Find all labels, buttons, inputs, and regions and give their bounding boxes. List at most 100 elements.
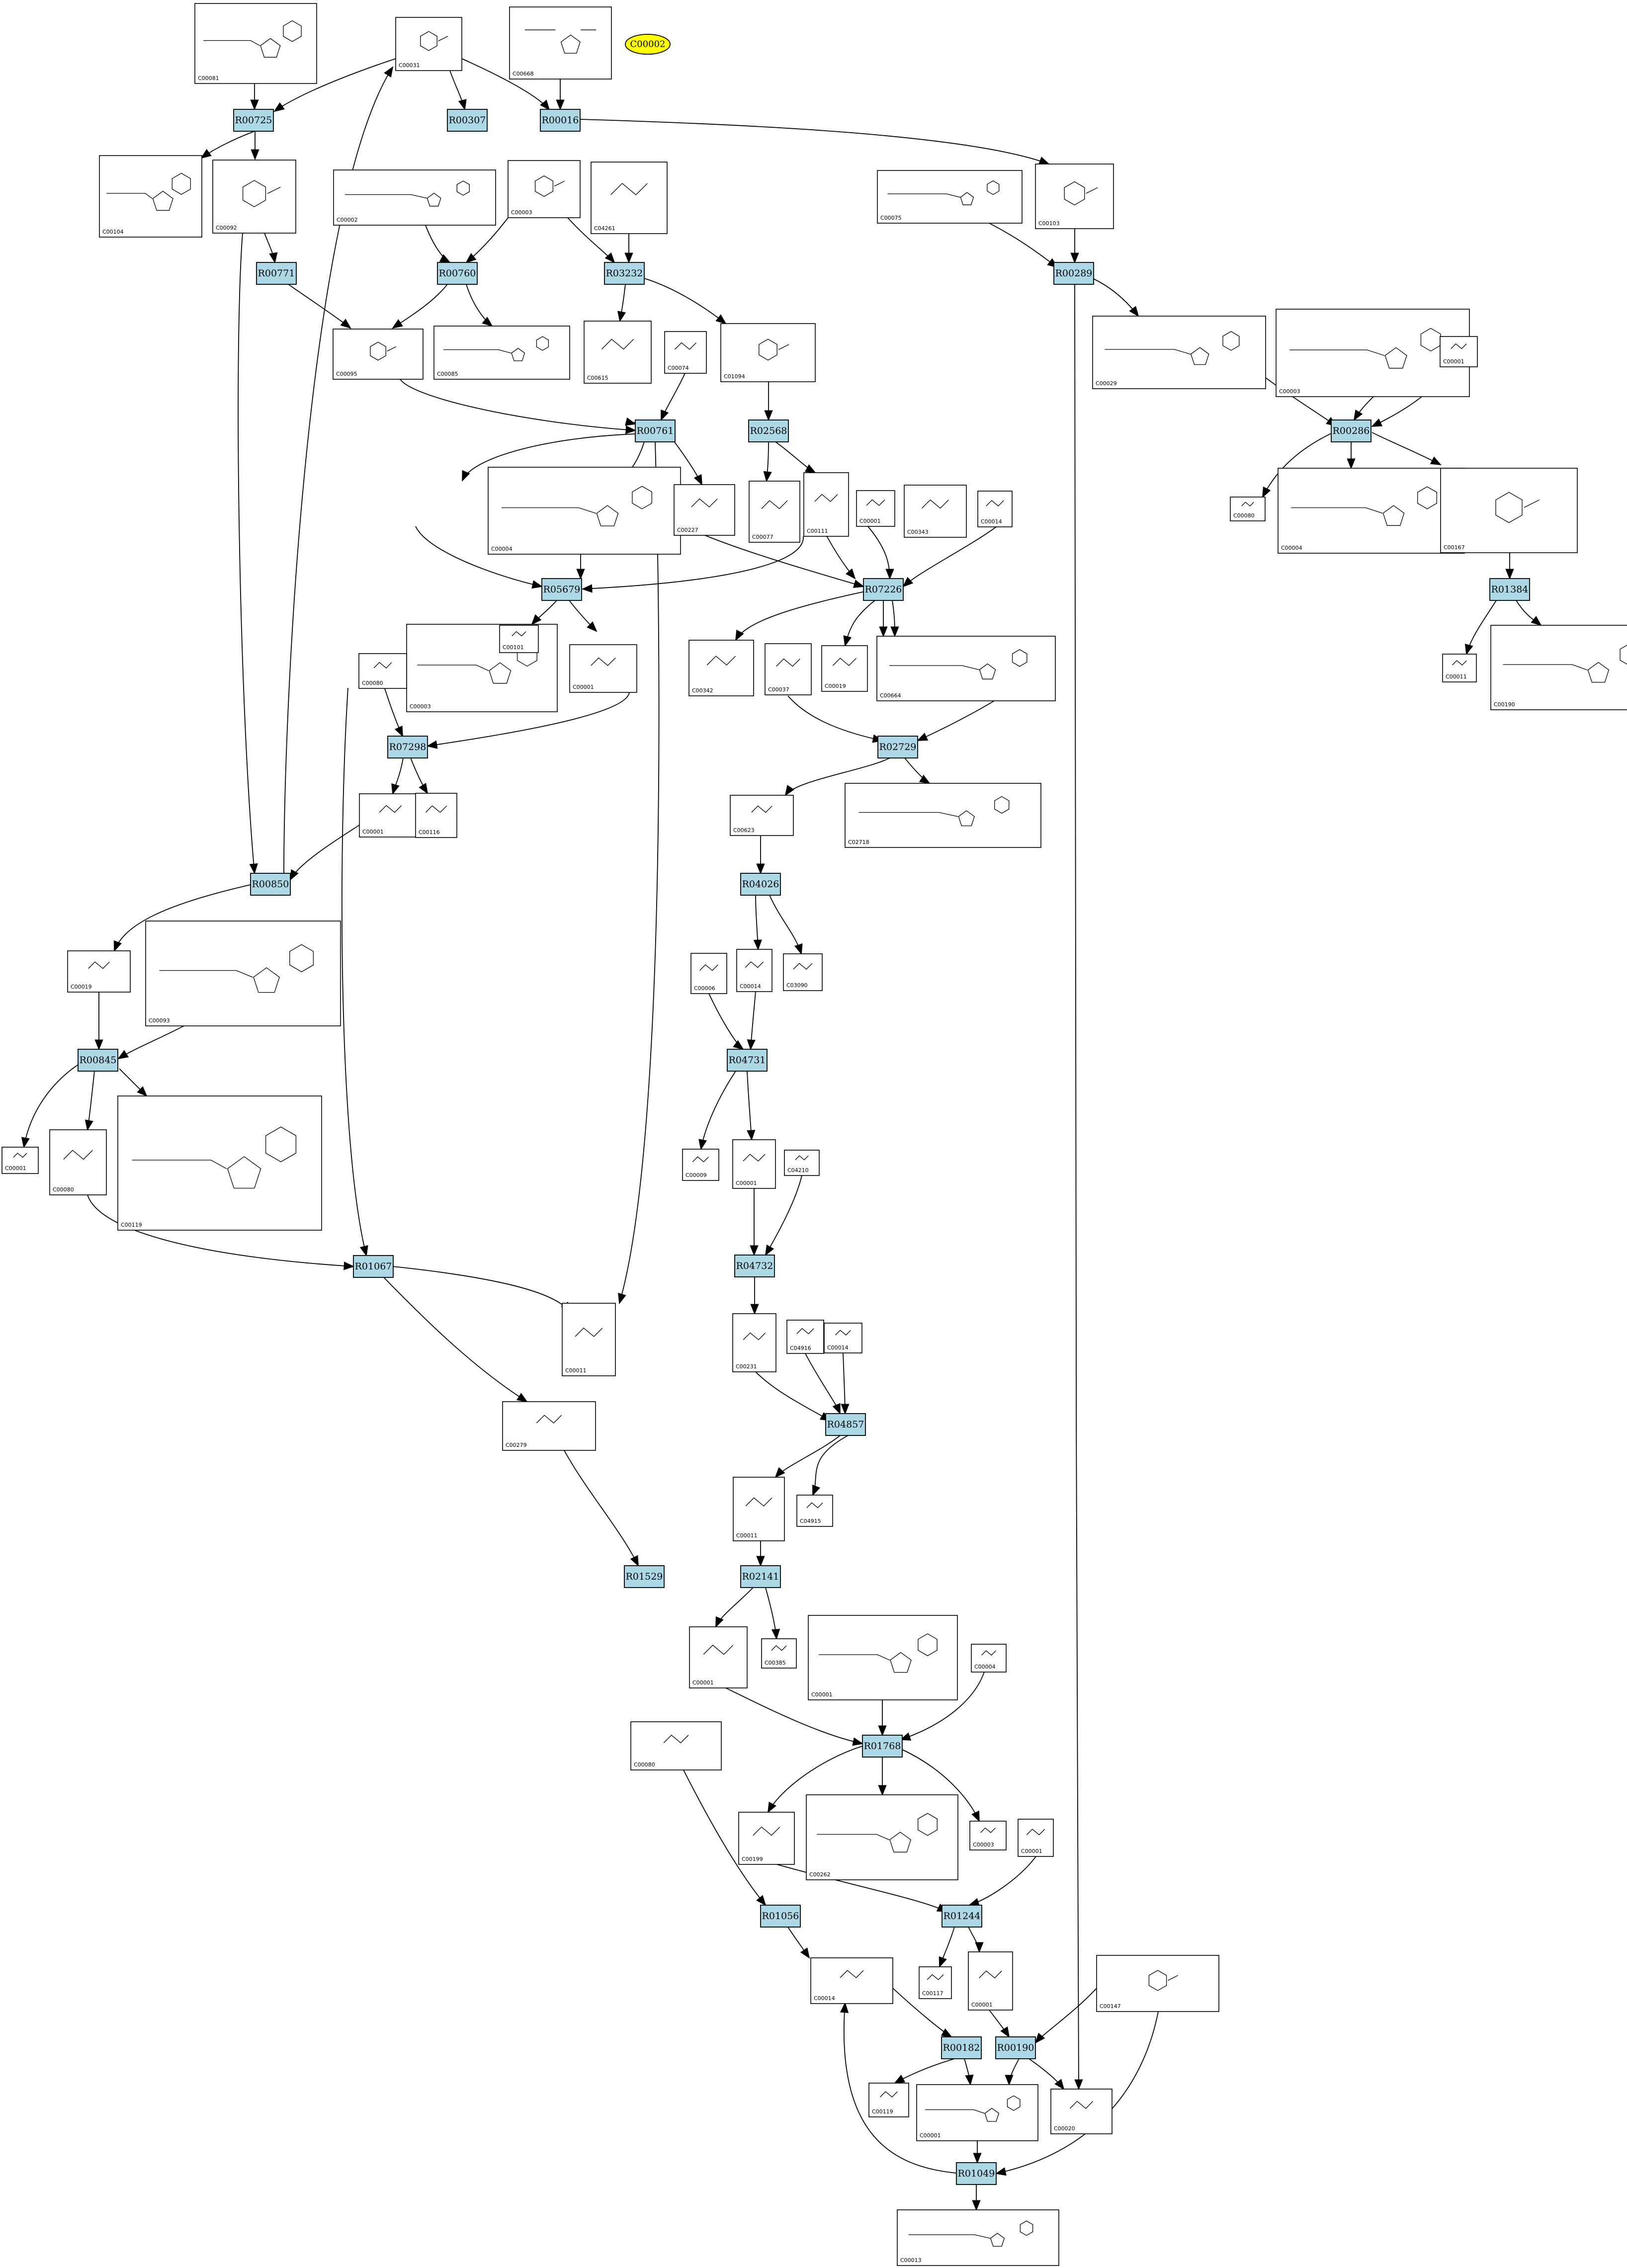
compound-node[interactable]: C00009 — [682, 1149, 719, 1181]
compound-node[interactable]: C00019 — [821, 645, 868, 692]
highlighted-compound-node[interactable]: C00002 — [625, 34, 671, 55]
compound-node[interactable]: C00037 — [765, 643, 812, 695]
reaction-node[interactable]: R01768 — [862, 1735, 903, 1758]
compound-node[interactable]: C00167 — [1440, 468, 1578, 553]
compound-node[interactable]: C04210 — [784, 1150, 820, 1176]
compound-node[interactable]: C00014 — [977, 491, 1013, 527]
compound-node[interactable]: C00147 — [1096, 1955, 1219, 2012]
reaction-node[interactable]: R01067 — [353, 1255, 394, 1278]
compound-node[interactable]: C04261 — [591, 162, 668, 234]
reaction-node[interactable]: R00307 — [447, 109, 488, 132]
compound-node[interactable]: C02718 — [845, 783, 1041, 848]
compound-node[interactable]: C00020 — [1050, 2089, 1113, 2134]
compound-node[interactable]: C00001 — [856, 490, 895, 527]
compound-node[interactable]: C00080 — [1230, 497, 1266, 521]
compound-node[interactable]: C00080 — [49, 1129, 107, 1195]
compound-node[interactable]: C00279 — [502, 1401, 596, 1451]
compound-node[interactable]: C00103 — [1035, 164, 1114, 229]
compound-node[interactable]: C00092 — [212, 160, 296, 234]
reaction-node[interactable]: R00771 — [256, 262, 297, 285]
compound-node[interactable]: C00668 — [509, 6, 612, 80]
reaction-node[interactable]: R00845 — [78, 1049, 118, 1072]
compound-node[interactable]: C00002 — [333, 169, 496, 226]
compound-node[interactable]: C00080 — [358, 653, 407, 689]
reaction-node[interactable]: R00725 — [233, 109, 274, 132]
compound-node[interactable]: C00227 — [674, 484, 735, 536]
compound-node[interactable]: C00342 — [688, 640, 754, 696]
compound-node[interactable]: C00003 — [969, 1821, 1007, 1850]
compound-node[interactable]: C00001 — [359, 793, 422, 838]
reaction-node[interactable]: R00289 — [1053, 262, 1094, 285]
compound-node[interactable]: C00003 — [508, 160, 581, 218]
compound-node[interactable]: C00615 — [584, 321, 652, 384]
compound-node[interactable]: C00001 — [916, 2084, 1038, 2141]
compound-node[interactable]: C00104 — [99, 155, 202, 238]
compound-node[interactable]: C00013 — [897, 2209, 1059, 2266]
reaction-node[interactable]: R00286 — [1331, 420, 1371, 442]
compound-node[interactable]: C00119 — [117, 1095, 322, 1231]
reaction-node[interactable]: R01056 — [760, 1905, 801, 1928]
compound-node[interactable]: C00006 — [690, 953, 727, 994]
compound-node[interactable]: C00004 — [1278, 468, 1465, 554]
reaction-node[interactable]: R02141 — [740, 1565, 781, 1588]
compound-node[interactable]: C00231 — [732, 1313, 776, 1372]
reaction-node[interactable]: R01384 — [1489, 578, 1530, 601]
reaction-node[interactable]: R01049 — [956, 2162, 997, 2185]
reaction-node[interactable]: R00190 — [995, 2036, 1036, 2059]
compound-node[interactable]: C00011 — [562, 1303, 616, 1376]
compound-node[interactable]: C00014 — [810, 1957, 893, 2004]
compound-node[interactable]: C00074 — [664, 331, 707, 374]
reaction-node[interactable]: R00760 — [437, 262, 478, 285]
compound-node[interactable]: C00116 — [415, 793, 457, 838]
reaction-node[interactable]: R00016 — [540, 109, 581, 132]
compound-node[interactable]: C00623 — [730, 795, 794, 836]
compound-node[interactable]: C00001 — [732, 1139, 776, 1189]
compound-node[interactable]: C00119 — [868, 2083, 909, 2117]
reaction-node[interactable]: R07226 — [863, 578, 904, 601]
compound-node[interactable]: C00004 — [488, 467, 681, 555]
compound-node[interactable]: C00029 — [1092, 316, 1266, 389]
compound-node[interactable]: C00001 — [1, 1147, 39, 1174]
compound-node[interactable]: C00081 — [194, 3, 317, 84]
compound-node[interactable]: C00075 — [877, 170, 1023, 224]
compound-node[interactable]: C00664 — [876, 636, 1056, 701]
reaction-node[interactable]: R00182 — [941, 2036, 982, 2059]
reaction-node[interactable]: R00761 — [635, 420, 676, 442]
compound-node[interactable]: C00014 — [736, 949, 772, 992]
reaction-node[interactable]: R00850 — [250, 873, 291, 896]
compound-node[interactable]: C00093 — [145, 921, 341, 1026]
compound-node[interactable]: C00077 — [749, 481, 800, 543]
compound-node[interactable]: C00262 — [806, 1794, 958, 1880]
compound-node[interactable]: C03090 — [783, 953, 823, 991]
compound-node[interactable]: C00001 — [968, 1951, 1013, 2011]
compound-node[interactable]: C00095 — [333, 329, 424, 380]
compound-node[interactable]: C04915 — [796, 1495, 833, 1527]
compound-node[interactable]: C00001 — [1440, 336, 1478, 367]
reaction-node[interactable]: R01529 — [624, 1565, 665, 1588]
compound-node[interactable]: C00003 — [1276, 309, 1470, 397]
compound-node[interactable]: C00385 — [761, 1638, 797, 1669]
compound-node[interactable]: C01094 — [720, 323, 816, 382]
reaction-node[interactable]: R04732 — [734, 1255, 775, 1277]
compound-node[interactable]: C00011 — [1442, 654, 1477, 682]
compound-node[interactable]: C00004 — [971, 1644, 1007, 1673]
compound-node[interactable]: C00085 — [433, 326, 570, 380]
compound-node[interactable]: C00019 — [67, 950, 131, 993]
compound-node[interactable]: C00014 — [824, 1323, 862, 1353]
compound-node[interactable]: C00190 — [1490, 625, 1627, 710]
compound-node[interactable]: C00001 — [808, 1615, 958, 1700]
compound-node[interactable]: C00001 — [1018, 1819, 1054, 1857]
reaction-node[interactable]: R04731 — [727, 1049, 768, 1072]
compound-node[interactable]: C00117 — [919, 1966, 952, 1999]
compound-node[interactable]: C00080 — [630, 1721, 722, 1770]
compound-node[interactable]: C00101 — [499, 625, 539, 653]
compound-node[interactable]: C00011 — [733, 1477, 785, 1541]
compound-node[interactable]: C00343 — [904, 485, 967, 538]
reaction-node[interactable]: R02568 — [748, 420, 789, 442]
reaction-node[interactable]: R03232 — [604, 262, 645, 285]
compound-node[interactable]: C04916 — [786, 1320, 824, 1354]
compound-node[interactable]: C00001 — [569, 644, 637, 693]
compound-node[interactable]: C00111 — [803, 472, 849, 537]
reaction-node[interactable]: R01244 — [942, 1905, 982, 1928]
compound-node[interactable]: C00001 — [689, 1626, 748, 1688]
